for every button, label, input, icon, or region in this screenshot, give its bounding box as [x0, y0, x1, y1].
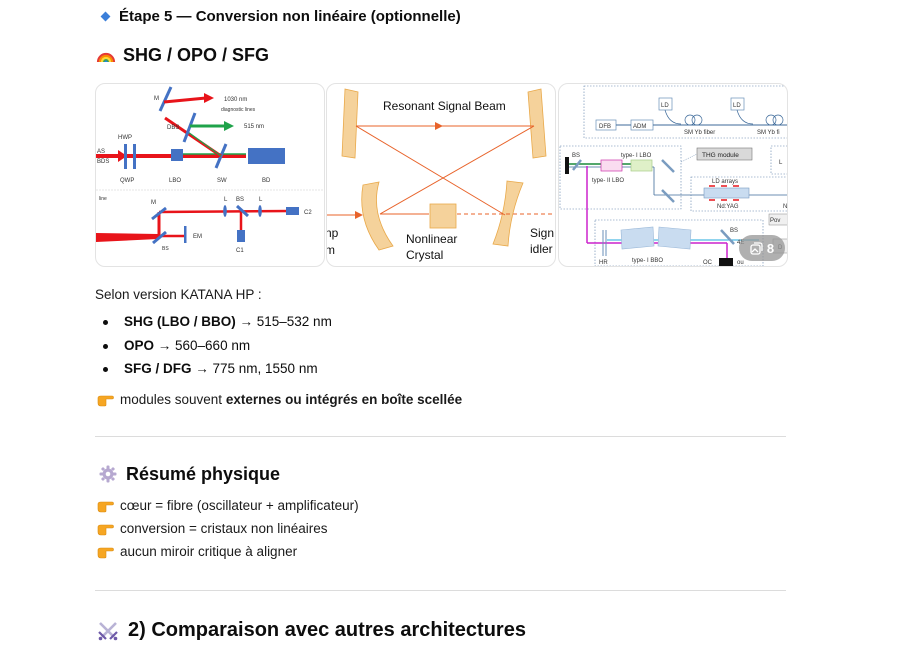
label-BDS: BDS: [97, 159, 109, 165]
list-item-bold: SHG (LBO / BBO): [124, 314, 236, 329]
list-item-text: → 515–532 nm: [235, 314, 332, 329]
crossed-swords-icon: [97, 620, 119, 642]
list-item: OPO → 560–660 nm: [95, 337, 332, 361]
label-L1: L: [224, 197, 228, 203]
label-diagnostic: diagnostic lines: [221, 107, 256, 113]
label-OC: OC: [703, 260, 713, 266]
label-ld-arrays: LD arrays: [712, 179, 738, 185]
note-plain-text: modules souvent: [120, 392, 226, 407]
label-ou-fragment: ou: [737, 260, 744, 266]
label-resonant-signal-beam: Resonant Signal Beam: [383, 99, 506, 113]
label-crystal: Crystal: [406, 248, 443, 262]
label-AS: AS: [97, 149, 105, 155]
note-bold-text: externes ou intégrés en boîte scellée: [225, 392, 463, 407]
label-BS: BS: [236, 197, 244, 203]
label-N-fragment: N: [783, 204, 787, 210]
pointing-hand-icon: [97, 499, 114, 513]
label-pov-fragment: Pov: [770, 218, 780, 224]
section-heading-summary: Résumé physique: [97, 463, 280, 485]
blue-diamond-icon: [100, 11, 111, 22]
gallery-image-shg-setup[interactable]: M 1030 nm diagnostic lines DBS 515 nm HW…: [95, 83, 325, 267]
summary-item: aucun miroir critique à aligner: [97, 544, 297, 559]
section-heading-summary-text: Résumé physique: [126, 463, 281, 484]
section-heading-comparison: 2) Comparaison avec autres architectures: [97, 619, 526, 642]
rainbow-icon: [95, 44, 117, 66]
label-nonlinear: Nonlinear: [406, 232, 457, 246]
image-stack-icon: [750, 241, 763, 255]
summary-item-text: conversion = cristaux non linéaires: [120, 521, 328, 536]
label-idler: idler: [530, 242, 553, 256]
divider: [95, 436, 786, 437]
label-DFB: DFB: [599, 124, 611, 130]
label-M: M: [154, 96, 159, 102]
label-BS-bottom: BS: [730, 228, 738, 234]
label-LD2: LD: [733, 103, 741, 109]
summary-item: cœur = fibre (oscillateur + amplificateu…: [97, 498, 359, 513]
image-gallery: M 1030 nm diagnostic lines DBS 515 nm HW…: [95, 83, 788, 267]
label-line: line: [99, 196, 107, 202]
summary-item-text: aucun miroir critique à aligner: [120, 544, 298, 559]
list-item-bold: OPO: [124, 337, 155, 353]
katana-list: SHG (LBO / BBO) → 515–532 nm OPO → 560–6…: [95, 313, 332, 384]
label-L-fragment: L: [779, 160, 783, 166]
list-item: SHG (LBO / BBO) → 515–532 nm: [95, 313, 332, 337]
label-LD1: LD: [661, 103, 669, 109]
label-type2-lbo: type- II LBO: [592, 178, 624, 184]
label-BS2: BS: [162, 246, 169, 252]
summary-item: conversion = cristaux non linéaires: [97, 521, 327, 536]
label-signal-fragment: Sign: [530, 226, 554, 240]
label-BS-top: BS: [572, 153, 580, 159]
list-item-text: → 775 nm, 1550 nm: [191, 361, 318, 376]
label-515nm: 515 nm: [244, 124, 264, 130]
label-pump-fragment-1: np: [327, 226, 339, 240]
section-heading-shg-text: SHG / OPO / SFG: [123, 44, 270, 65]
list-item-bold: SFG / DFG: [124, 361, 192, 376]
label-L2: L: [259, 197, 263, 203]
label-sm-yb-fiber-1: SM Yb fiber: [684, 130, 715, 136]
label-ndyag: Nd:YAG: [717, 204, 739, 210]
gallery-image-opo-cavity[interactable]: Resonant Signal Beam np m Nonlinear Crys…: [326, 83, 556, 267]
pointing-hand-icon: [97, 545, 114, 559]
gallery-image-thg-system[interactable]: LD LD DFB ADM SM Yb fiber SM Yb fi: [558, 83, 788, 267]
label-HR: HR: [599, 260, 608, 266]
divider: [95, 590, 786, 591]
label-C2: C2: [304, 210, 312, 216]
label-M2: M: [151, 200, 156, 206]
label-BD: BD: [262, 178, 271, 184]
label-sm-yb-fiber-2: SM Yb fi: [757, 130, 780, 136]
summary-item-text: cœur = fibre (oscillateur + amplificateu…: [120, 498, 359, 513]
label-C1: C1: [236, 248, 244, 254]
more-images-count: 8: [766, 240, 775, 256]
label-type1-bbo: type- I BBO: [632, 258, 663, 264]
label-pump-fragment-2: m: [327, 243, 335, 257]
pointing-hand-icon: [97, 522, 114, 536]
pointing-hand-icon: [97, 393, 114, 407]
label-QWP: QWP: [120, 178, 134, 184]
step-heading-text: Étape 5 — Conversion non linéaire (optio…: [119, 8, 461, 25]
label-SW: SW: [217, 178, 227, 184]
list-item: SFG / DFG → 775 nm, 1550 nm: [95, 360, 332, 384]
label-HWP: HWP: [118, 135, 132, 141]
section-heading-shg: SHG / OPO / SFG: [95, 44, 269, 66]
step-heading: Étape 5 — Conversion non linéaire (optio…: [99, 8, 461, 25]
more-images-badge[interactable]: 8: [739, 235, 785, 261]
label-1030nm: 1030 nm: [224, 97, 247, 103]
label-DBS: DBS: [167, 125, 179, 131]
gear-icon: [97, 463, 119, 485]
label-LBO: LBO: [169, 178, 181, 184]
katana-note: modules souvent externes ou intégrés en …: [97, 392, 462, 407]
section-heading-comparison-text: 2) Comparaison avec autres architectures: [128, 619, 526, 641]
label-type1-lbo: type- I LBO: [621, 153, 652, 159]
label-ADM: ADM: [633, 124, 646, 130]
label-thg-module: THG module: [702, 152, 739, 159]
list-item-text: → 560–660 nm: [154, 337, 251, 353]
katana-intro: Selon version KATANA HP :: [95, 287, 262, 302]
label-EM: EM: [193, 234, 202, 240]
